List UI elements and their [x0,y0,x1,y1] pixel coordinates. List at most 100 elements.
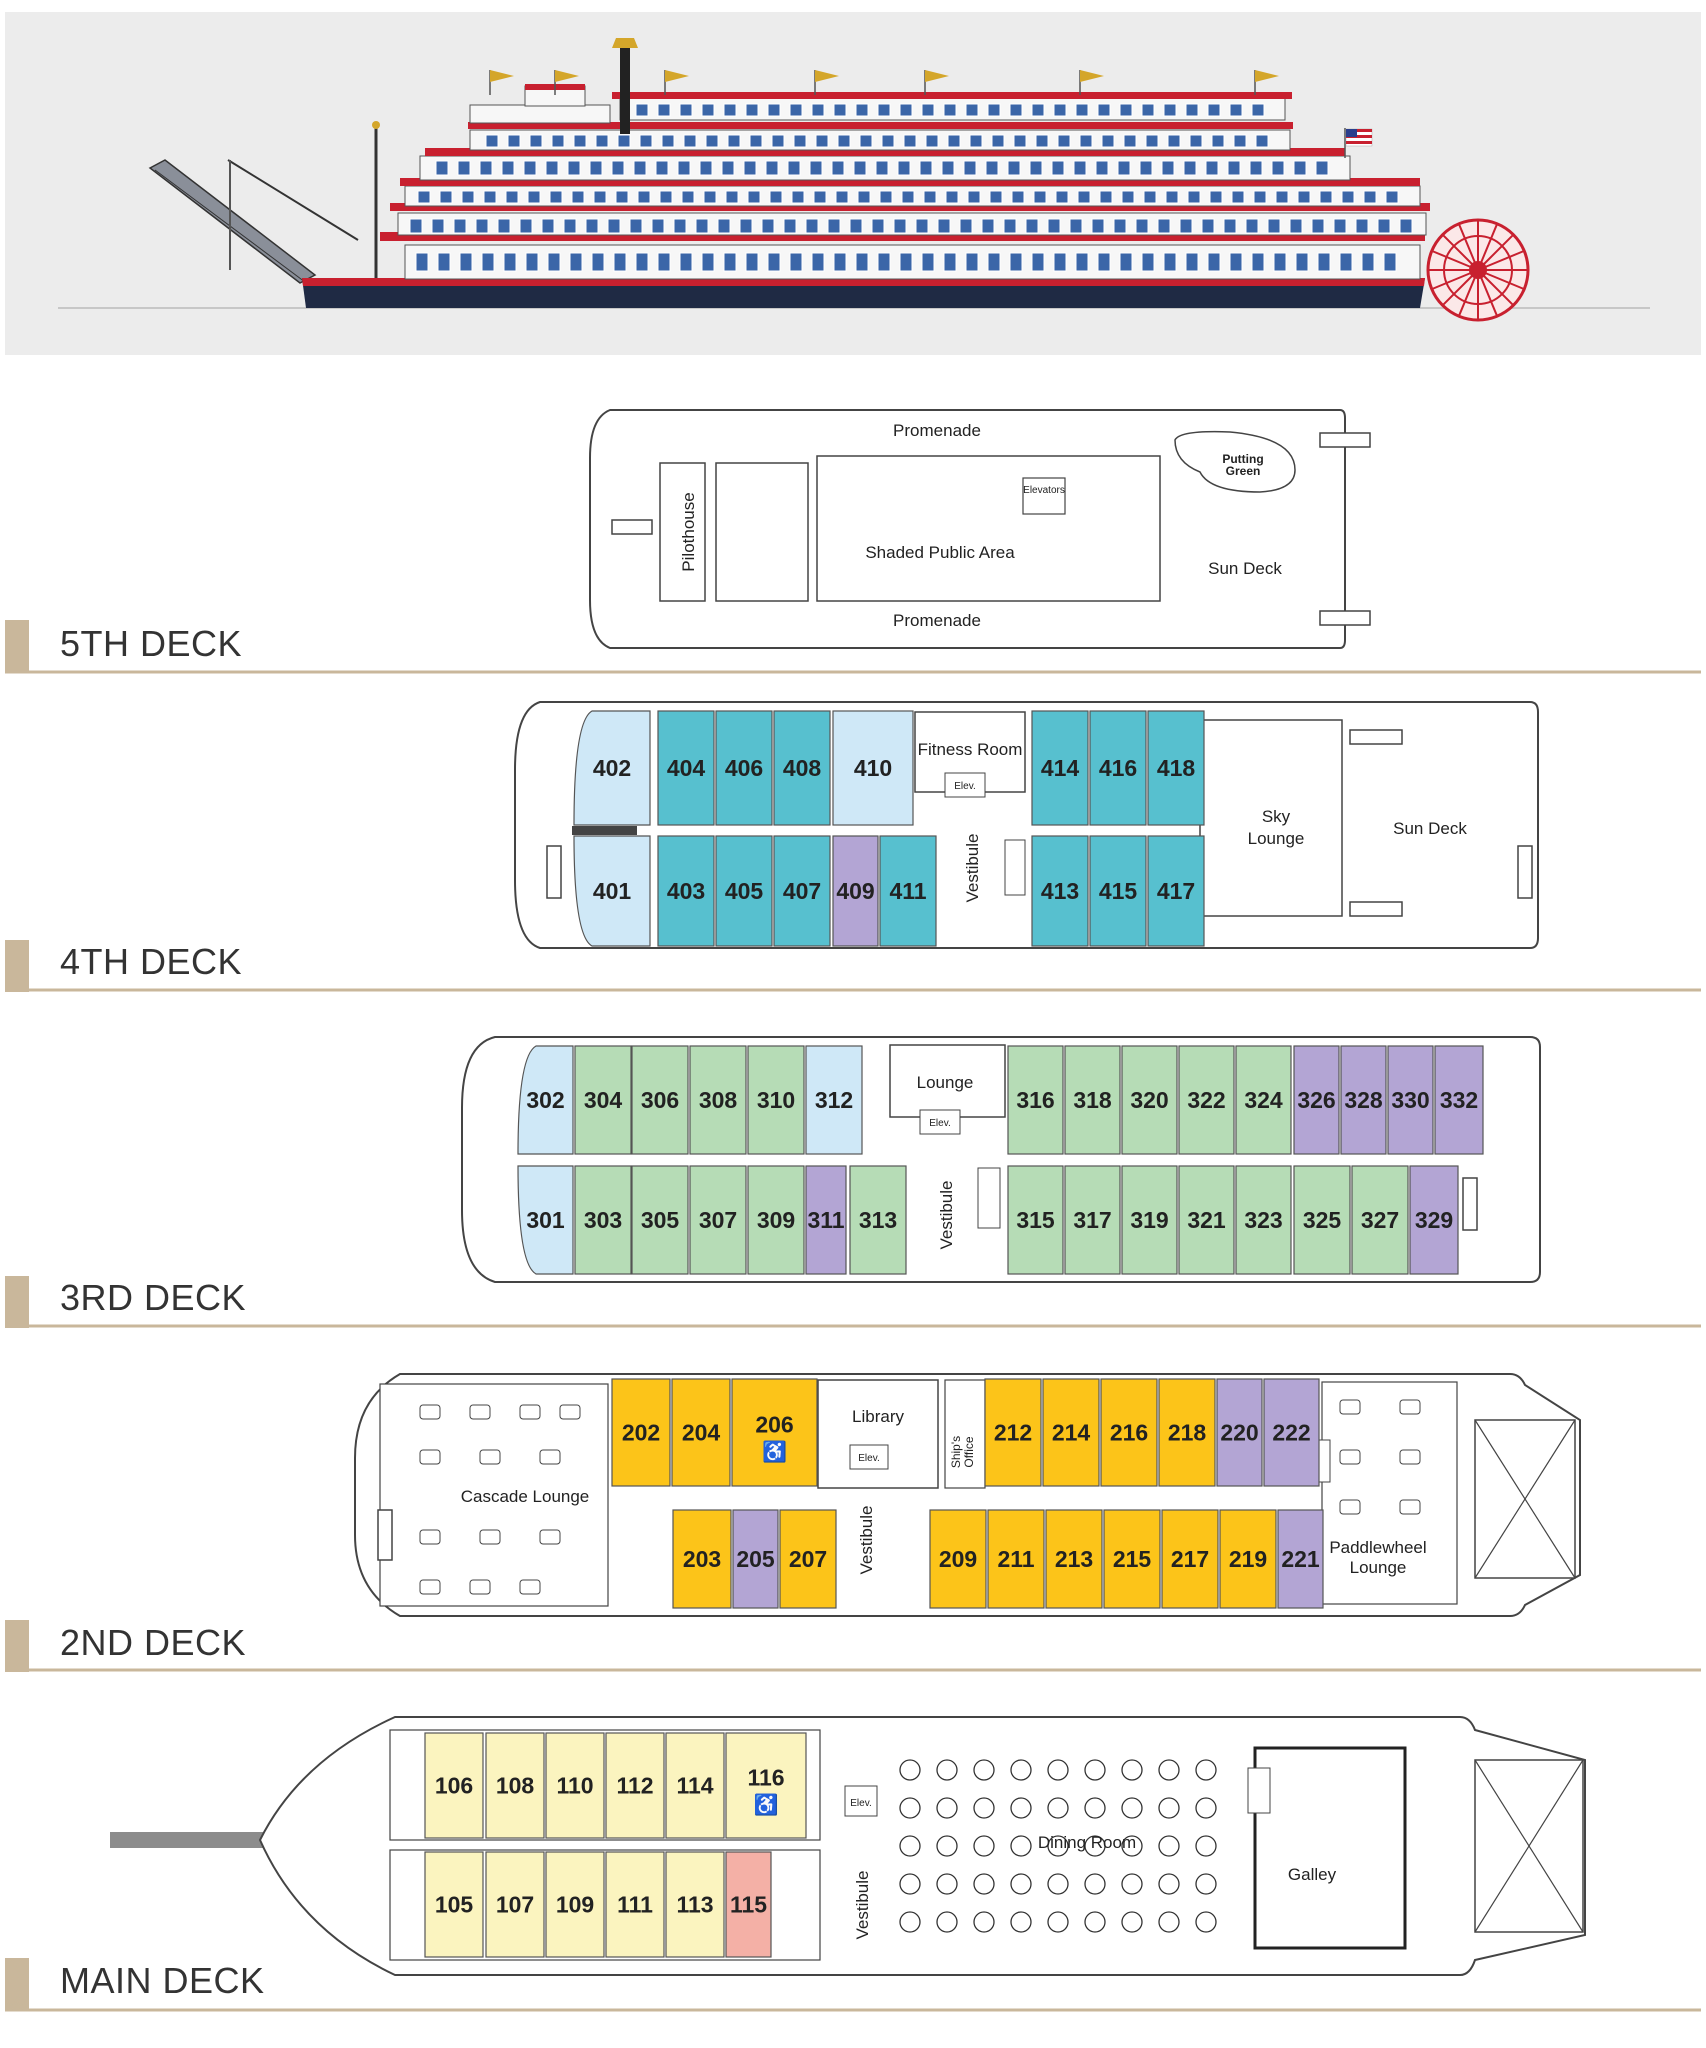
cabin-416[interactable]: 416 [1089,710,1147,826]
cabin-202[interactable]: 202 [611,1378,671,1487]
cabin-113[interactable]: 113 [665,1851,725,1958]
window [431,218,445,234]
cabin-418[interactable]: 418 [1147,710,1205,826]
cabin-302[interactable]: 302 [517,1045,574,1155]
cabin-413[interactable]: 413 [1031,835,1089,947]
cabin-323[interactable]: 323 [1235,1165,1292,1275]
cabin-308[interactable]: 308 [689,1045,747,1155]
window [877,103,891,117]
cabin-402[interactable]: 402 [573,710,651,826]
window [569,252,583,272]
cabin-319[interactable]: 319 [1121,1165,1178,1275]
cabin-332[interactable]: 332 [1434,1045,1484,1155]
cabin-307[interactable]: 307 [689,1165,747,1275]
cabin-105[interactable]: 105 [424,1851,484,1958]
cabin-315[interactable]: 315 [1007,1165,1064,1275]
cabin-shape [832,835,879,947]
cabin-408[interactable]: 408 [773,710,831,826]
cabin-214[interactable]: 214 [1042,1378,1100,1487]
cabin-306[interactable]: 306 [631,1045,689,1155]
cabin-107[interactable]: 107 [485,1851,545,1958]
cabin-326[interactable]: 326 [1293,1045,1340,1155]
cabin-108[interactable]: 108 [485,1732,545,1839]
cabin-215[interactable]: 215 [1103,1509,1161,1609]
cabin-305[interactable]: 305 [631,1165,689,1275]
cabin-318[interactable]: 318 [1064,1045,1121,1155]
cabin-111[interactable]: 111 [605,1851,665,1958]
cabin-218[interactable]: 218 [1158,1378,1216,1487]
cabin-328[interactable]: 328 [1340,1045,1387,1155]
cabin-209[interactable]: 209 [929,1509,987,1609]
cabin-329[interactable]: 329 [1409,1165,1459,1275]
cabin-401[interactable]: 401 [573,835,651,947]
cabin-106[interactable]: 106 [424,1732,484,1839]
cabin-shape [773,710,831,826]
cabin-325[interactable]: 325 [1293,1165,1351,1275]
cabin-406[interactable]: 406 [715,710,773,826]
cabin-shape [984,1378,1042,1487]
cabin-213[interactable]: 213 [1045,1509,1103,1609]
cabin-317[interactable]: 317 [1064,1165,1121,1275]
cabin-109[interactable]: 109 [545,1851,605,1958]
window [481,252,495,272]
cabin-203[interactable]: 203 [672,1509,732,1609]
cabin-116[interactable]: 116♿ [725,1732,807,1839]
cabin-number: 113 [676,1892,713,1918]
window [1099,190,1113,204]
cabin-115[interactable]: 115 [725,1851,772,1958]
cabin-309[interactable]: 309 [747,1165,805,1275]
window [769,190,783,204]
stairs-icon [1247,1767,1271,1814]
cabin-312[interactable]: 312 [805,1045,863,1155]
cabin-330[interactable]: 330 [1387,1045,1434,1155]
cabin-205[interactable]: 205 [732,1509,779,1609]
window [881,134,895,148]
cabin-304[interactable]: 304 [574,1045,632,1155]
lounge-seat [469,1404,491,1420]
cabin-320[interactable]: 320 [1121,1045,1178,1155]
cabin-shape [657,710,715,826]
cabin-311[interactable]: 311 [805,1165,847,1275]
window [859,134,873,148]
cabin-404[interactable]: 404 [657,710,715,826]
cabin-324[interactable]: 324 [1235,1045,1292,1155]
window [1293,160,1307,176]
cabin-313[interactable]: 313 [849,1165,907,1275]
cabin-327[interactable]: 327 [1351,1165,1409,1275]
cabin-211[interactable]: 211 [987,1509,1045,1609]
cabin-206[interactable]: 206♿ [731,1378,818,1487]
cabin-114[interactable]: 114 [665,1732,725,1839]
cabin-301[interactable]: 301 [517,1165,574,1275]
cabin-415[interactable]: 415 [1089,835,1147,947]
cabin-221[interactable]: 221 [1277,1509,1324,1609]
cabin-414[interactable]: 414 [1031,710,1089,826]
cabin-405[interactable]: 405 [715,835,773,947]
cabin-110[interactable]: 110 [545,1732,605,1839]
cabin-shape [424,1732,484,1839]
cabin-219[interactable]: 219 [1219,1509,1277,1609]
cabin-216[interactable]: 216 [1100,1378,1158,1487]
cabin-316[interactable]: 316 [1007,1045,1064,1155]
cabin-403[interactable]: 403 [657,835,715,947]
cabin-222[interactable]: 222 [1263,1378,1320,1487]
cabin-220[interactable]: 220 [1216,1378,1263,1487]
cabin-410[interactable]: 410 [832,710,914,826]
cabin-310[interactable]: 310 [747,1045,805,1155]
cabin-207[interactable]: 207 [779,1509,837,1609]
cabin-112[interactable]: 112 [605,1732,665,1839]
cabin-321[interactable]: 321 [1178,1165,1235,1275]
cabin-411[interactable]: 411 [879,835,937,947]
deck-label-tab [5,940,29,992]
cabin-212[interactable]: 212 [984,1378,1042,1487]
cabin-303[interactable]: 303 [574,1165,632,1275]
window [1035,134,1049,148]
window [417,190,431,204]
cabin-417[interactable]: 417 [1147,835,1205,947]
cabin-409[interactable]: 409 [832,835,879,947]
cabin-322[interactable]: 322 [1178,1045,1235,1155]
window [1383,252,1397,272]
cabin-407[interactable]: 407 [773,835,831,947]
cabin-204[interactable]: 204 [671,1378,731,1487]
cabin-217[interactable]: 217 [1161,1509,1219,1609]
